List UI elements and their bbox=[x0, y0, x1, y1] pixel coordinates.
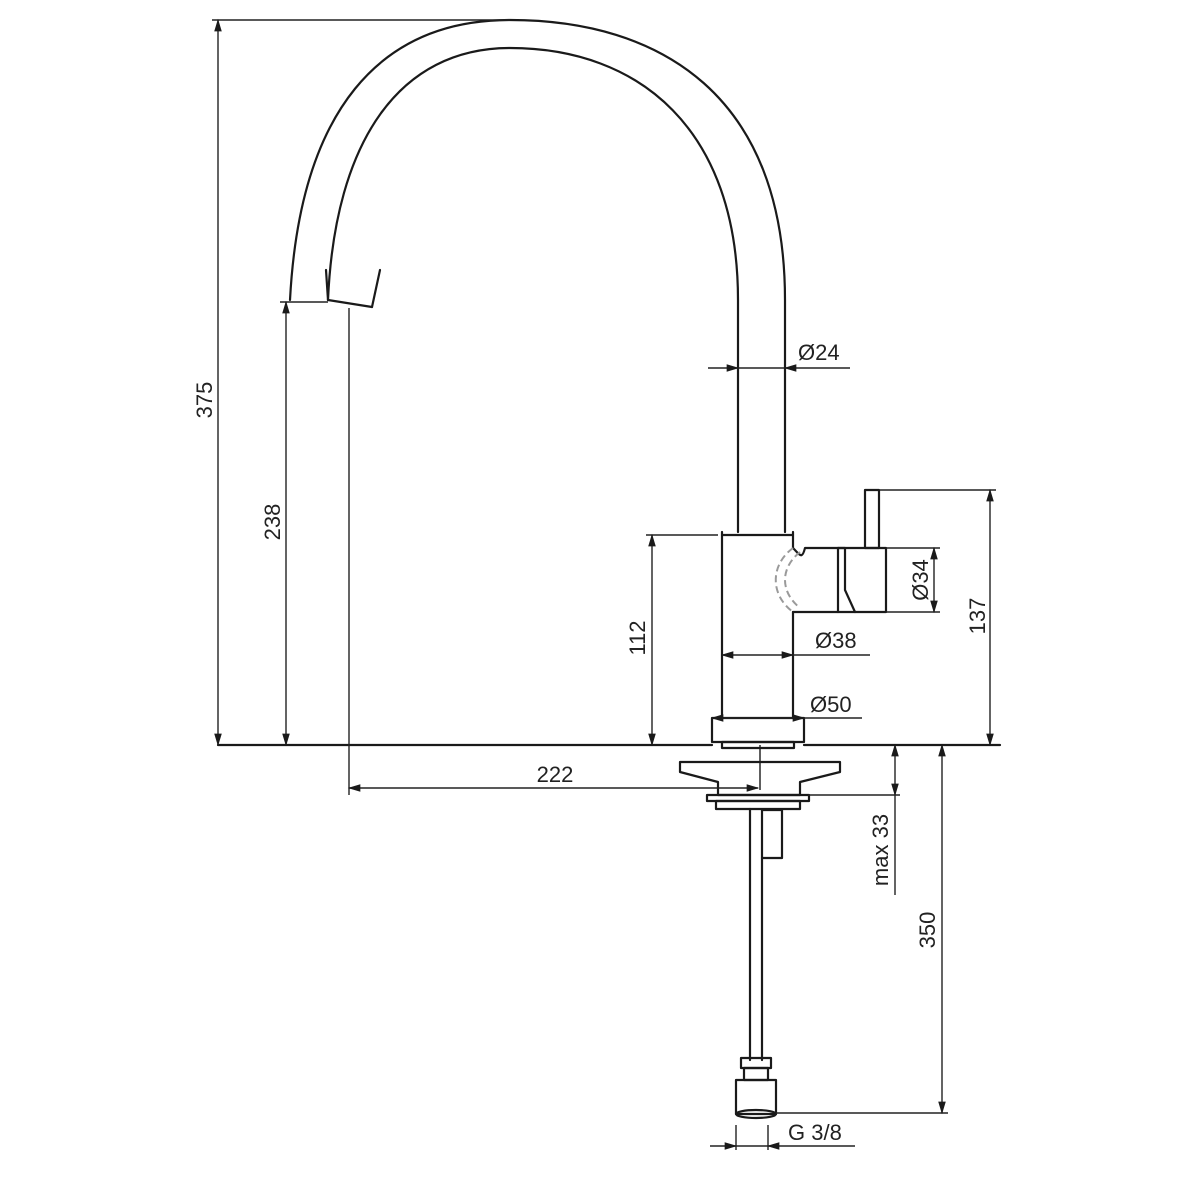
dimension-238: 238 bbox=[260, 300, 328, 747]
svg-text:137: 137 bbox=[965, 598, 990, 635]
lever-handle bbox=[836, 488, 888, 614]
dimension-375: 375 bbox=[192, 18, 510, 747]
svg-text:Ø50: Ø50 bbox=[810, 692, 852, 717]
svg-text:max 33: max 33 bbox=[868, 814, 893, 886]
svg-text:Ø38: Ø38 bbox=[815, 628, 857, 653]
dimension-diameter-24: Ø24 bbox=[708, 340, 850, 372]
dimension-diameter-50: Ø50 bbox=[710, 692, 862, 722]
svg-text:350: 350 bbox=[915, 912, 940, 949]
dimension-g-3-8: G 3/8 bbox=[710, 1120, 855, 1150]
mounting-assembly bbox=[678, 745, 842, 1062]
dimension-diameter-38: Ø38 bbox=[720, 628, 870, 659]
body bbox=[720, 530, 840, 720]
dimension-222: 222 bbox=[347, 308, 760, 795]
svg-text:Ø34: Ø34 bbox=[908, 559, 933, 601]
base-flange bbox=[710, 716, 806, 750]
dimension-350: 350 bbox=[776, 743, 948, 1115]
svg-text:G 3/8: G 3/8 bbox=[788, 1120, 842, 1145]
svg-text:238: 238 bbox=[260, 504, 285, 541]
dimension-112: 112 bbox=[625, 533, 718, 747]
svg-text:222: 222 bbox=[537, 762, 574, 787]
hose-connector bbox=[734, 1056, 778, 1120]
dimension-137: 137 bbox=[880, 488, 996, 747]
spout bbox=[288, 18, 787, 534]
dimension-diameter-34: Ø34 bbox=[886, 546, 940, 614]
svg-text:112: 112 bbox=[625, 620, 650, 655]
svg-text:Ø24: Ø24 bbox=[798, 340, 840, 365]
dimension-max-33: max 33 bbox=[808, 743, 900, 895]
svg-text:375: 375 bbox=[192, 382, 217, 419]
